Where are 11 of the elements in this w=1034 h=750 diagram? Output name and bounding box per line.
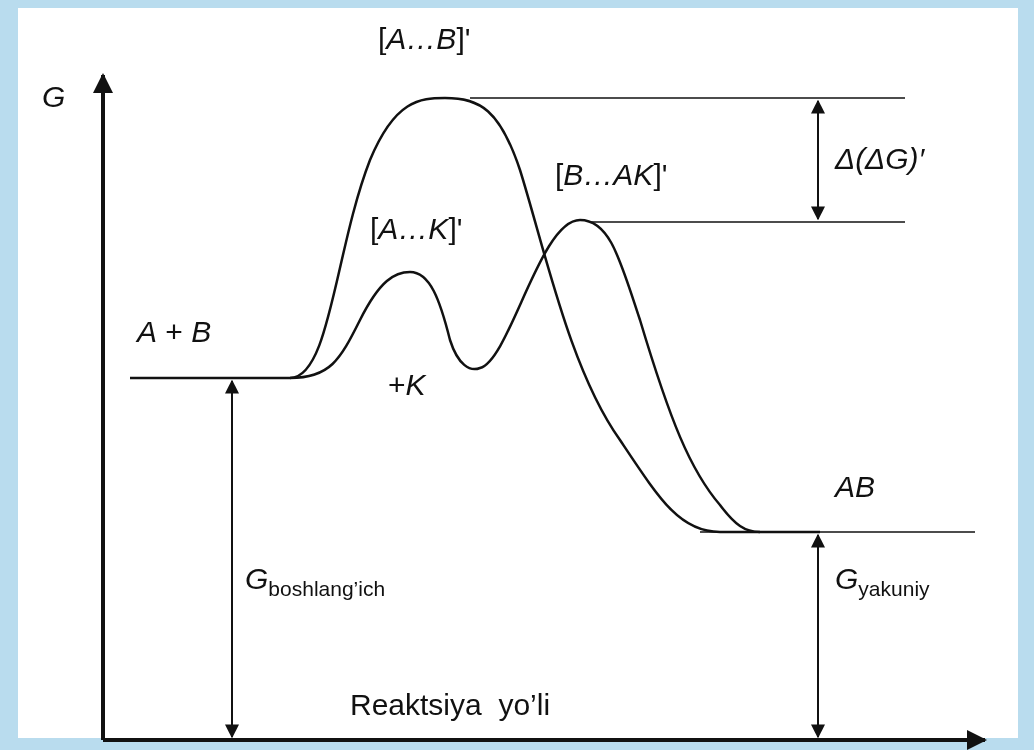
axis-label: Reaktsiya yo’li <box>350 688 551 721</box>
curve-label: AB <box>835 470 876 503</box>
curve-label: [A…B]' <box>378 22 471 55</box>
dimension-label: G$_{yakuniy}$ <box>835 562 930 601</box>
curve-label: [B…AK]' <box>555 158 668 191</box>
axis-label: G <box>42 80 66 113</box>
curve-label: +K <box>388 368 426 401</box>
dimension-label: Δ(ΔG)′ <box>835 142 925 175</box>
curve-label: [A…K]' <box>370 212 463 245</box>
curve-label: A + B <box>137 315 212 348</box>
dimension-label: G$_{boshlang’ich}$ <box>245 562 386 601</box>
